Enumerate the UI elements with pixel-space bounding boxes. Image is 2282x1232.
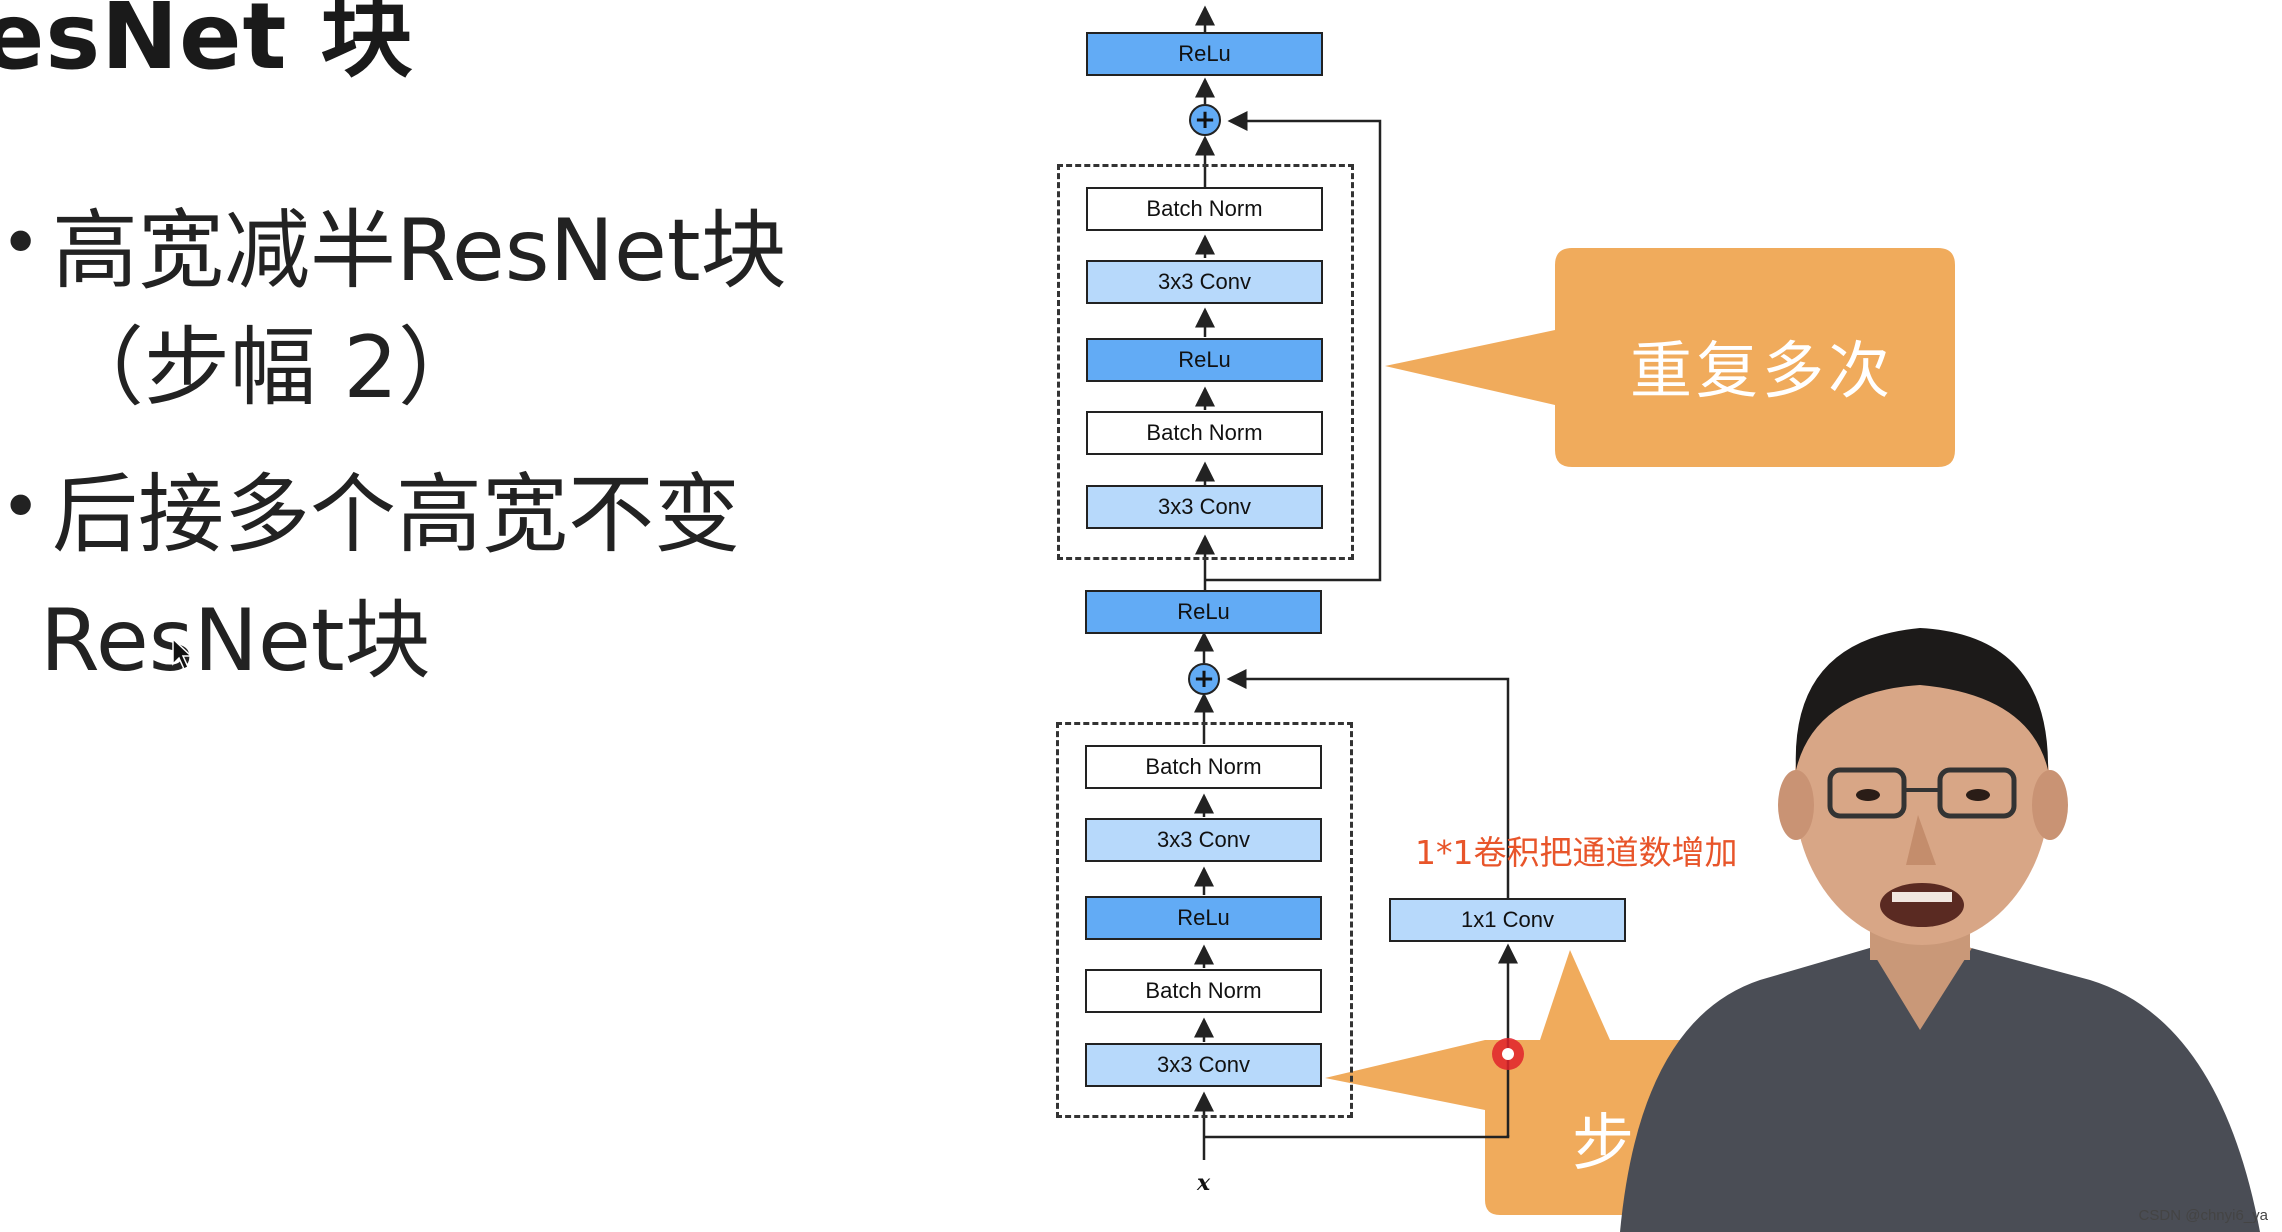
relu-block-middle: ReLu [1085,590,1322,634]
lecturer-video-overlay [1620,628,2260,1232]
bullet-1-continuation: （步幅 2） [58,318,485,418]
add-node-upper: + [1189,104,1221,136]
input-label: x [1197,1170,1211,1196]
batch-norm-block: Batch Norm [1085,969,1322,1013]
mouse-cursor-icon [172,638,193,671]
relu-block: ReLu [1085,896,1322,940]
slide-title: esNet 块 [0,0,414,90]
pointer-dot-icon [1492,1038,1524,1070]
conv3x3-block: 3x3 Conv [1085,818,1322,862]
add-node-lower: + [1188,663,1220,695]
bullet-dot: • [0,466,42,548]
conv3x3-block: 3x3 Conv [1086,260,1323,304]
conv-channel-note: 1*1卷积把通道数增加 [1415,833,1738,872]
bullet-dot: • [0,202,42,284]
relu-block: ReLu [1086,338,1323,382]
batch-norm-block: Batch Norm [1086,187,1323,231]
lower-residual-block [1056,722,1353,1118]
conv3x3-block: 3x3 Conv [1086,485,1323,529]
conv3x3-block: 3x3 Conv [1085,1043,1322,1087]
batch-norm-block: Batch Norm [1086,411,1323,455]
bullet-1-text: 高宽减半ResNet块 [52,201,787,301]
conv1x1-shortcut-block: 1x1 Conv [1389,898,1626,942]
upper-residual-block [1057,164,1354,560]
bullet-2-text: 后接多个高宽不变 [52,465,740,565]
watermark-text: CSDN @chnyi6_ya [2138,1207,2268,1224]
bullet-2: •后接多个高宽不变 [0,472,740,558]
repeat-callout-text: 重复多次 [1630,334,1895,407]
bullet-1: •高宽减半ResNet块 [0,208,787,294]
batch-norm-block: Batch Norm [1085,745,1322,789]
relu-block-top: ReLu [1086,32,1323,76]
bullet-2-continuation: ResNet块 [40,591,431,691]
